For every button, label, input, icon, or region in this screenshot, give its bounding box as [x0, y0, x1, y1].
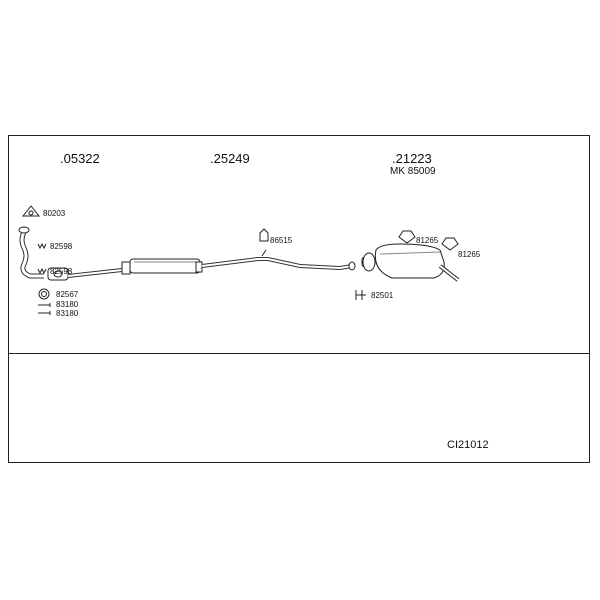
section-2-part-number: .25249: [210, 151, 250, 166]
callout-spring-2: 82598: [50, 267, 73, 276]
callout-clamp: 82501: [371, 291, 394, 300]
section-3-part-number: .21223: [392, 151, 432, 166]
front-pipe: [18, 226, 123, 281]
diagram-frame: [8, 135, 590, 463]
callout-mount-1: 81265: [416, 236, 439, 245]
kit-code: CI21012: [447, 439, 489, 451]
frame-divider: [8, 353, 590, 354]
rear-silencer: [361, 243, 460, 282]
callout-bolt-1: 83180: [56, 300, 79, 309]
callout-rubber-mount: 86515: [270, 236, 293, 245]
centre-silencer: [121, 249, 356, 275]
section-1-part-number: .05322: [60, 151, 100, 166]
callout-ring: 82567: [56, 290, 79, 299]
part-icons: [21, 205, 459, 315]
callout-bolt-2: 83180: [56, 309, 79, 318]
callout-mount-2: 81265: [458, 250, 481, 259]
callout-spring-1: 82598: [50, 242, 73, 251]
section-3-kit-number: MK 85009: [390, 166, 436, 177]
callout-gasket: 80203: [43, 209, 66, 218]
